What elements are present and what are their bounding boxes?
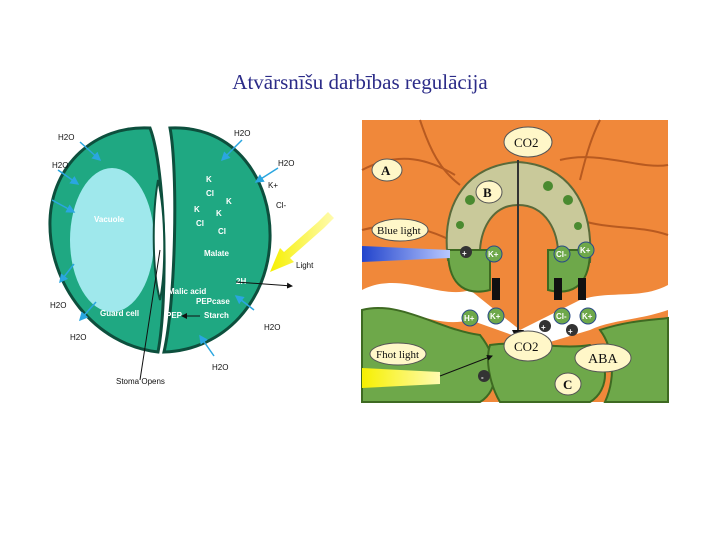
ion-badge: H+ — [464, 314, 475, 323]
vacuole-label: Vacuole — [94, 215, 125, 224]
ion-label: Cl — [196, 219, 204, 228]
h2o-label: H2O — [58, 133, 74, 142]
h2o-label: H2O — [264, 323, 280, 332]
h2o-label: H2O — [70, 333, 86, 342]
h2o-label: H2O — [52, 161, 68, 170]
svg-text:-: - — [481, 373, 484, 382]
h2o-label: H2O — [234, 129, 250, 138]
ion-label: K+ — [268, 181, 278, 190]
h2o-label: H2O — [212, 363, 228, 372]
ion-badge: K+ — [580, 246, 591, 255]
vacuole — [70, 168, 154, 312]
svg-text:Blue light: Blue light — [377, 225, 421, 237]
water-arrow — [256, 168, 278, 182]
svg-text:CO2: CO2 — [514, 339, 539, 354]
2h-label: 2H — [236, 277, 246, 286]
guard-cell-diagram: H2O H2O H2O H2O H2O H2O H2O H2O Vacuole … — [50, 128, 334, 386]
ion-label: Cl — [206, 189, 214, 198]
ion-badge: K+ — [488, 250, 499, 259]
h2o-label: H2O — [50, 301, 66, 310]
svg-text:B: B — [483, 185, 492, 200]
pep-label: PEP — [166, 311, 183, 320]
svg-text:Fhot light: Fhot light — [376, 349, 419, 361]
ion-label: Cl — [218, 227, 226, 236]
guard-cell-label: Guard cell — [100, 309, 139, 318]
ion-label: K — [216, 209, 222, 218]
ion-badge: K+ — [582, 312, 593, 321]
ion-label: Cl- — [276, 201, 287, 210]
ion-badge: Cl- — [556, 312, 567, 321]
h2o-label: H2O — [278, 159, 294, 168]
svg-text:+: + — [462, 249, 467, 258]
svg-text:A: A — [381, 163, 391, 178]
svg-text:+: + — [541, 323, 546, 332]
cell-photo-panel: + + + - K+ H+ K+ Cl- K+ Cl- K+ CO2 CO2 A… — [362, 120, 668, 402]
ion-label: K — [194, 205, 200, 214]
malic-acid-label: Malic acid — [168, 287, 206, 296]
pepcase-label: PEPcase — [196, 297, 230, 306]
light-label: Light — [296, 261, 314, 270]
starch-label: Starch — [204, 311, 229, 320]
svg-text:CO2: CO2 — [514, 135, 539, 150]
ion-badge: K+ — [490, 312, 501, 321]
ion-badge: Cl- — [556, 250, 567, 259]
svg-text:+: + — [568, 327, 573, 336]
svg-text:ABA: ABA — [588, 352, 618, 367]
svg-text:C: C — [563, 377, 572, 392]
ion-label: K — [206, 175, 212, 184]
malate-label: Malate — [204, 249, 229, 258]
ion-label: K — [226, 197, 232, 206]
